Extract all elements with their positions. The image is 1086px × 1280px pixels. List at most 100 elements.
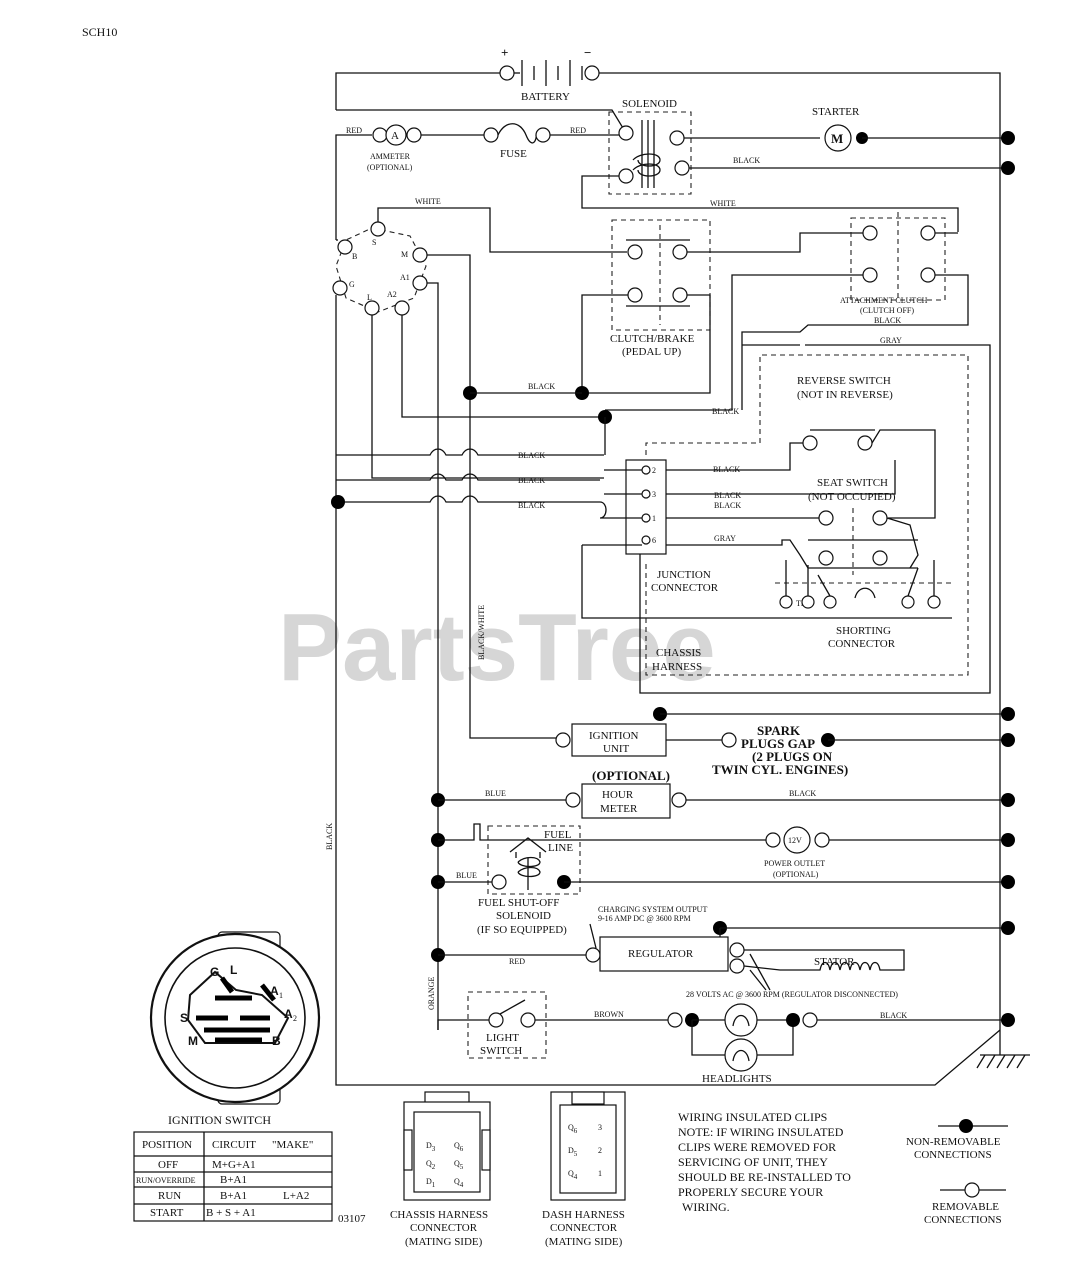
outlet-symbol: 12V (788, 836, 802, 845)
table-row-2-make: L+A2 (283, 1190, 309, 1202)
hour-label-2: METER (600, 803, 638, 815)
dash-connector-label-3: (MATING SIDE) (545, 1236, 623, 1248)
fuel-shutoff-label-1: FUEL SHUT-OFF (478, 897, 559, 909)
chassis-label-1: CHASSIS (656, 647, 701, 659)
svg-text:NOTE: IF WIRING INSULATED: NOTE: IF WIRING INSULATED (678, 1125, 844, 1139)
page-code: SCH10 (82, 25, 117, 39)
stator-label: STATOR (814, 956, 855, 968)
wire-black-3: BLACK (518, 451, 545, 460)
wire-orange: ORANGE (427, 977, 436, 1010)
chassis-connector-label-3: (MATING SIDE) (405, 1236, 483, 1248)
fuel-shutoff-label-3: (IF SO EQUIPPED) (477, 924, 567, 936)
shorting-label-2: CONNECTOR (828, 638, 896, 650)
dash-pin-d5: D5 (568, 1146, 578, 1158)
chassis-connector-label-1: CHASSIS HARNESS (390, 1209, 488, 1221)
wire-red-1: RED (346, 126, 362, 135)
svg-text:REMOVABLE: REMOVABLE (932, 1201, 999, 1213)
seat-label-2: (NOT OCCUPIED) (808, 491, 896, 503)
wire-black-1: BLACK (528, 382, 555, 391)
stator-volts: 28 VOLTS AC @ 3600 RPM (REGULATOR DISCON… (686, 990, 898, 999)
svg-text:A2: A2 (387, 290, 397, 299)
ammeter-label-2: (OPTIONAL) (367, 163, 413, 172)
seat-label-1: SEAT SWITCH (817, 477, 888, 489)
wire-black-2: BLACK (712, 407, 739, 416)
hour-optional: (OPTIONAL) (592, 768, 670, 783)
chassis-pin-q6: Q6 (454, 1141, 464, 1153)
svg-text:G: G (210, 965, 219, 979)
svg-text:L: L (367, 293, 372, 302)
chassis-pin-q5: Q5 (454, 1159, 464, 1171)
light-switch (467, 991, 547, 1059)
chassis-pin-q2: Q2 (426, 1159, 436, 1171)
regulator-label: REGULATOR (628, 948, 694, 960)
shorting-label-1: SHORTING (836, 625, 891, 637)
fuel-label-2: LINE (548, 842, 573, 854)
dash-pin-q4: Q4 (568, 1169, 578, 1181)
wire-white-1: WHITE (415, 197, 441, 206)
spark-label-3: (2 PLUGS ON (752, 749, 833, 764)
wiring-note: WIRING INSULATED CLIPS NOTE: IF WIRING I… (678, 1110, 851, 1214)
svg-text:M: M (401, 250, 408, 259)
reverse-label-1: REVERSE SWITCH (797, 375, 891, 387)
ignition-switch-title: IGNITION SWITCH (168, 1113, 271, 1127)
dash-pin-3: 3 (598, 1123, 602, 1132)
svg-text:PROPERLY SECURE YOUR: PROPERLY SECURE YOUR (678, 1185, 823, 1199)
dash-harness-connector (550, 1091, 626, 1201)
wire-black-white: BLACK/WHITE (477, 605, 486, 660)
fuel-shutoff-label-2: SOLENOID (496, 910, 551, 922)
battery-minus: − (584, 45, 591, 60)
fuel-shutoff-solenoid (487, 825, 581, 895)
svg-text:CONNECTIONS: CONNECTIONS (924, 1214, 1002, 1226)
ammeter-label-1: AMMETER (370, 152, 411, 161)
light-label-1: LIGHT (486, 1032, 519, 1044)
wire-black-9: BLACK (789, 789, 816, 798)
svg-text:A: A (270, 984, 279, 998)
svg-text:1: 1 (652, 514, 656, 523)
attach-clutch-label-2: (CLUTCH OFF) (860, 306, 914, 315)
light-label-2: SWITCH (480, 1045, 522, 1057)
chassis-pin-d3: D3 (426, 1141, 436, 1153)
watermark: PartsTree (278, 594, 716, 701)
svg-text:2: 2 (293, 1014, 297, 1023)
wire-black-starter: BLACK (733, 156, 760, 165)
table-row-0-circuit: M+G+A1 (212, 1159, 256, 1171)
svg-text:2: 2 (652, 466, 656, 475)
legend: NON-REMOVABLE CONNECTIONS REMOVABLE CONN… (906, 1119, 1008, 1226)
table-header-circuit: CIRCUIT (212, 1139, 256, 1151)
starter-symbol: M (831, 131, 843, 146)
chassis-harness-connector (403, 1091, 491, 1201)
table-row-3-circuit: B + S + A1 (206, 1207, 256, 1219)
solenoid: SOLENOID (608, 98, 692, 195)
svg-text:A: A (284, 1007, 293, 1021)
wire-white-2: WHITE (710, 199, 736, 208)
chassis-label-2: HARNESS (652, 661, 702, 673)
svg-text:G: G (349, 280, 355, 289)
wire-black-5: BLACK (518, 501, 545, 510)
svg-text:CLIPS WERE REMOVED FOR: CLIPS WERE REMOVED FOR (678, 1140, 836, 1154)
hour-label-1: HOUR (602, 789, 634, 801)
charging-label-1: CHARGING SYSTEM OUTPUT (598, 905, 707, 914)
ignition-label-2: UNIT (603, 743, 630, 755)
battery-label: BATTERY (521, 91, 570, 103)
headlights-label: HEADLIGHTS (702, 1073, 772, 1085)
svg-text:WIRING.: WIRING. (682, 1200, 730, 1214)
fuse-label: FUSE (500, 148, 527, 160)
svg-text:CONNECTIONS: CONNECTIONS (914, 1149, 992, 1161)
battery-plus: + (501, 45, 508, 60)
table-row-1-circuit: B+A1 (220, 1174, 247, 1186)
spark-label-4: TWIN CYL. ENGINES) (712, 762, 848, 777)
wire-black-10: BLACK (880, 1011, 907, 1020)
svg-text:6: 6 (652, 536, 656, 545)
wire-brown: BROWN (594, 1010, 624, 1019)
attach-clutch-label-1: ATTACHMENT CLUTCH (840, 296, 928, 305)
chassis-connector-label-2: CONNECTOR (410, 1222, 478, 1234)
wire-black-clutch: BLACK (874, 316, 901, 325)
junction-label-1: JUNCTION (657, 569, 711, 581)
drawing-number: 03107 (338, 1213, 366, 1225)
chassis-pin-q4: Q4 (454, 1177, 464, 1189)
dash-connector-label-1: DASH HARNESS (542, 1209, 625, 1221)
svg-text:SERVICING OF UNIT, THEY: SERVICING OF UNIT, THEY (678, 1155, 828, 1169)
spark-label-2: PLUGS GAP (741, 736, 815, 751)
wire-red-3: RED (509, 957, 525, 966)
